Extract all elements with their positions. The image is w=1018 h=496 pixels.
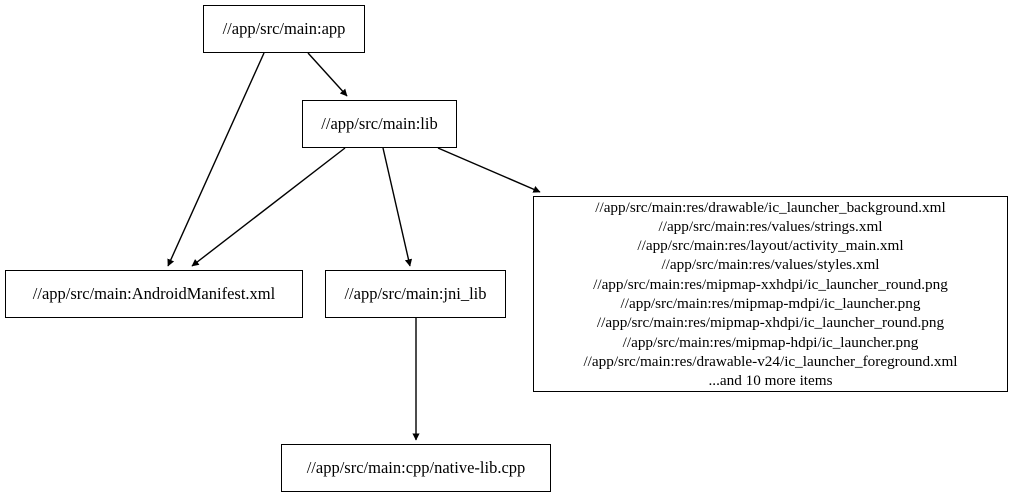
graph-node-app-label: //app/src/main:app xyxy=(222,18,346,38)
graph-node-androidmanifest-label: //app/src/main:AndroidManifest.xml xyxy=(32,283,276,303)
graph-node-jni-lib[interactable]: //app/src/main:jni_lib xyxy=(325,270,506,318)
edge-lib-to-manifest xyxy=(191,147,346,267)
edge-lib-to-res xyxy=(437,147,541,193)
edge-app-to-manifest xyxy=(167,52,265,267)
graph-node-native-lib-cpp[interactable]: //app/src/main:cpp/native-lib.cpp xyxy=(281,444,551,492)
graph-node-lib-label: //app/src/main:lib xyxy=(321,113,438,133)
edge-lib-to-jni-lib xyxy=(382,147,413,267)
graph-node-jni-lib-label: //app/src/main:jni_lib xyxy=(344,283,487,303)
graph-node-app[interactable]: //app/src/main:app xyxy=(203,5,365,53)
graph-node-res-group-label: //app/src/main:res/drawable/ic_launcher_… xyxy=(583,198,958,390)
graph-node-lib[interactable]: //app/src/main:lib xyxy=(302,100,457,148)
edge-app-to-lib xyxy=(307,52,348,97)
graph-node-androidmanifest[interactable]: //app/src/main:AndroidManifest.xml xyxy=(5,270,303,318)
graph-node-native-lib-cpp-label: //app/src/main:cpp/native-lib.cpp xyxy=(306,457,526,477)
graph-node-res-group[interactable]: //app/src/main:res/drawable/ic_launcher_… xyxy=(533,196,1008,392)
